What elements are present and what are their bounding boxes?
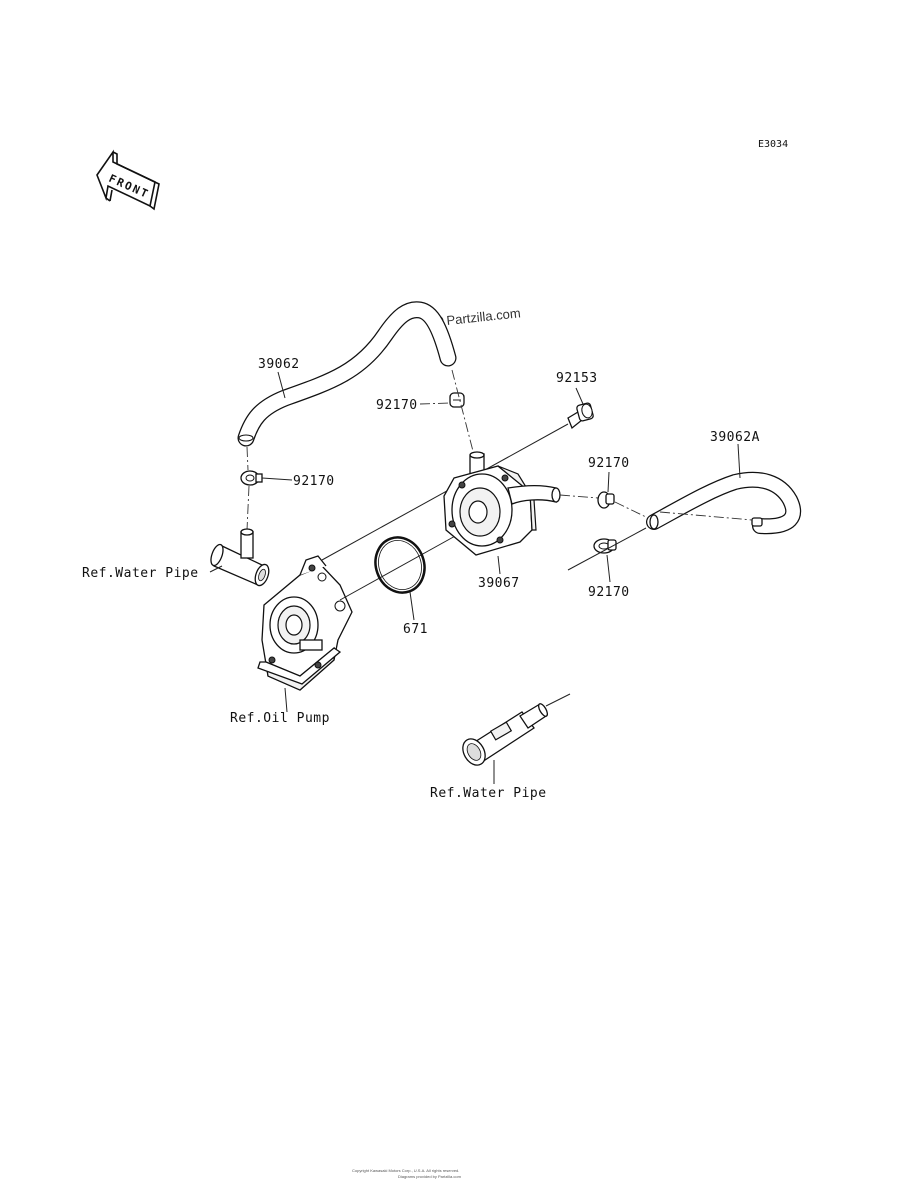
clamp-92170-left <box>240 470 263 486</box>
leader-39067 <box>497 555 501 575</box>
dash-upper-clamp <box>419 402 451 405</box>
leader-92153 <box>575 387 584 405</box>
water-pipe-bottom <box>462 703 549 766</box>
oil-pump <box>257 555 353 691</box>
label-39067: 39067 <box>478 576 520 591</box>
leader-92170-left <box>261 477 293 481</box>
label-92170-right-bottom: 92170 <box>588 585 630 600</box>
label-92170-upper: 92170 <box>376 398 418 413</box>
water-pipe-left <box>210 528 270 587</box>
label-ref-oil-pump: Ref.Oil Pump <box>230 711 330 726</box>
watermark: c Partzilla.com <box>432 305 522 328</box>
label-92153: 92153 <box>556 371 598 386</box>
label-ref-water-pipe-left: Ref.Water Pipe <box>82 566 199 581</box>
dash-left-clamp <box>246 446 249 471</box>
o-ring-671 <box>374 536 426 594</box>
bolt-92153 <box>567 402 594 430</box>
leader-671 <box>409 591 415 621</box>
dash-hose-to-cooler <box>451 369 475 456</box>
line-water-pipe-bottom <box>545 693 571 707</box>
dash-right-clamp-to-hose <box>614 501 649 519</box>
oil-cooler-39067 <box>443 451 561 556</box>
watermark-text: Partzilla.com <box>446 305 522 328</box>
leader-92170-right-bottom <box>606 554 611 583</box>
axis-line-lower <box>339 529 467 601</box>
leader-39062 <box>277 371 286 399</box>
dash-cooler-to-hose <box>559 494 599 499</box>
hose-39062A <box>646 471 802 535</box>
hose-39062 <box>237 301 457 447</box>
label-39062: 39062 <box>258 357 300 372</box>
clamp-92170-upper <box>449 392 465 408</box>
dash-left-pipe <box>246 485 250 531</box>
footer-line-2: Diagrams provided by Partzilla.com <box>398 1174 462 1179</box>
label-671: 671 <box>403 622 428 637</box>
leader-water-pipe-left <box>209 565 223 573</box>
leader-oil-pump <box>284 687 288 713</box>
front-arrow-icon: FRONT <box>96 149 160 211</box>
label-39062A: 39062A <box>710 430 760 445</box>
footer-line-1: Copyright Kawasaki Motors Corp., U.S.A. … <box>352 1168 459 1173</box>
label-92170-right-top: 92170 <box>588 456 630 471</box>
label-ref-water-pipe-bottom: Ref.Water Pipe <box>430 786 547 801</box>
line-right-bottom-clamp <box>567 527 647 571</box>
leader-39062A <box>737 443 741 479</box>
label-92170-left: 92170 <box>293 474 335 489</box>
clamp-92170-right-top <box>597 491 615 509</box>
axis-line-upper <box>321 423 569 561</box>
dash-hose-right-end <box>659 511 753 521</box>
diagram-code: E3034 <box>758 139 788 150</box>
leader-92170-right-top <box>607 471 610 493</box>
